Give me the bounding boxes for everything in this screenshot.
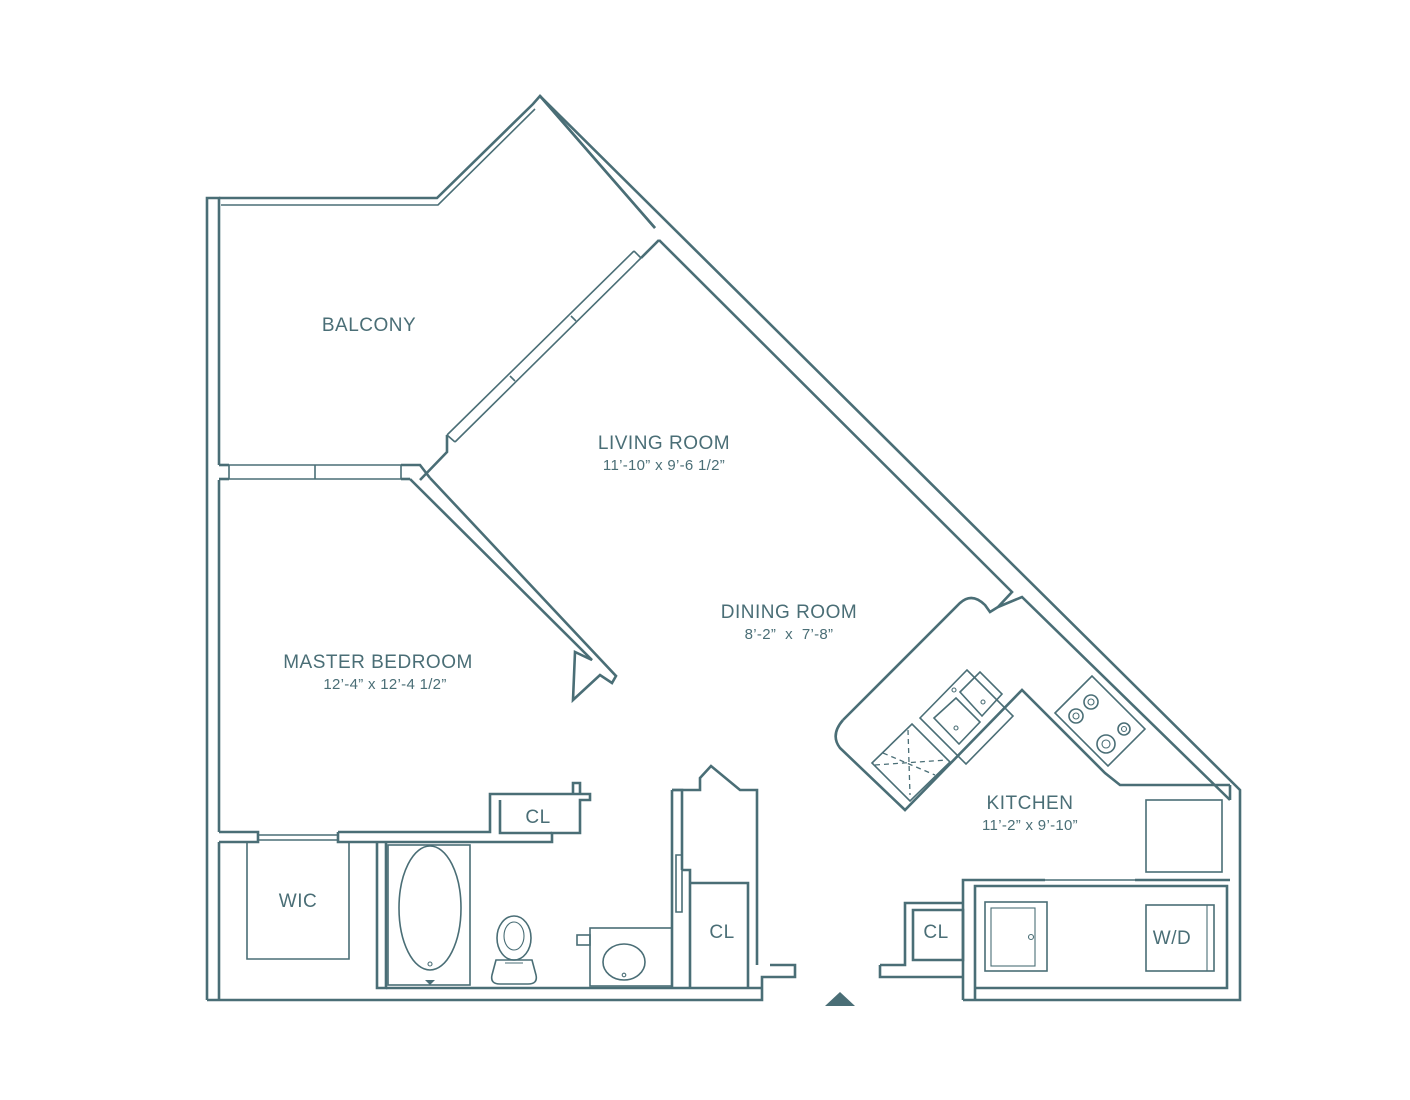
bedroom-divider-wall <box>409 477 618 704</box>
laundry-walls <box>878 878 1230 1000</box>
sliding-door-bedroom <box>219 463 432 481</box>
toilet-icon <box>490 915 538 985</box>
kitchen-label: KITCHEN <box>987 793 1074 814</box>
double-sink-icon <box>918 668 1015 766</box>
balcony-label: BALCONY <box>322 315 416 336</box>
room-labels: BALCONY LIVING ROOM 11’-10” x 9’-6 1/2” … <box>279 315 1191 949</box>
wic-closet <box>246 842 350 960</box>
closet-entry-label: CL <box>923 922 948 943</box>
dishwasher-icon <box>870 722 952 803</box>
sliding-door-living <box>419 239 660 481</box>
washer-dryer-icon <box>984 901 1215 972</box>
sink-icon <box>576 927 673 987</box>
dining-room-dimensions: 8’-2” x 7’-8” <box>745 626 834 643</box>
dining-room-label: DINING ROOM <box>721 602 857 623</box>
entry-arrow-icon <box>825 992 855 1006</box>
living-room-dimensions: 11’-10” x 9’-6 1/2” <box>603 457 725 474</box>
exterior-walls <box>205 94 1242 1002</box>
closet-hall-label: CL <box>709 922 734 943</box>
wic-label: WIC <box>279 891 317 912</box>
interior-walls <box>217 764 762 1000</box>
kitchen-dimensions: 11’-2” x 9’-10” <box>982 817 1078 834</box>
laundry-label: W/D <box>1153 928 1191 949</box>
range-icon <box>1053 674 1147 768</box>
refrigerator-icon <box>1145 799 1223 873</box>
kitchen-counter <box>834 596 1232 873</box>
master-bedroom-dimensions: 12’-4” x 12’-4 1/2” <box>323 676 446 693</box>
bathtub-icon <box>387 844 471 986</box>
living-room-label: LIVING ROOM <box>598 433 730 454</box>
closet-bedroom-label: CL <box>525 807 550 828</box>
master-bedroom-label: MASTER BEDROOM <box>283 652 473 673</box>
